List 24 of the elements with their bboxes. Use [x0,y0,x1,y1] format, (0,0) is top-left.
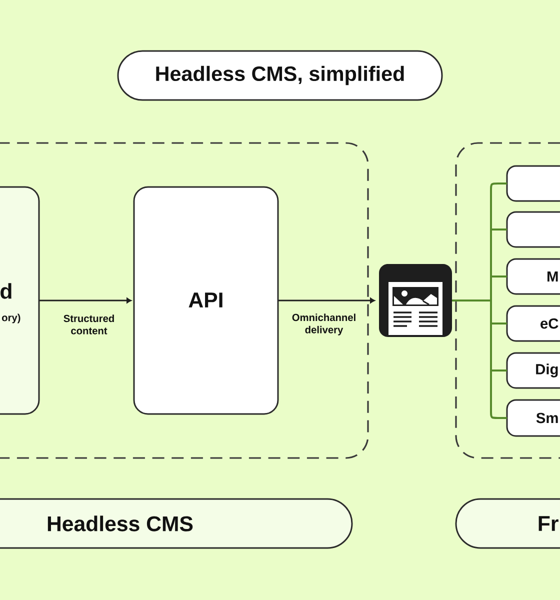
title-pill: Headless CMS, simplified [117,50,443,101]
connector-line [491,228,507,230]
rounded-box [506,165,560,202]
connector-line [491,370,507,372]
rounded-box: d ory) [0,186,40,415]
connector-line [491,322,507,324]
rounded-box [506,211,560,248]
pill-label: Headless CMS [0,498,353,549]
rounded-box: Dig [506,352,560,389]
rounded-box: Sm [506,399,560,437]
arrow [278,298,375,304]
connector-line [498,417,507,419]
edge-label: Structured content [64,314,114,334]
rounded-box: eC [506,305,560,342]
edge-label: Omnichannel delivery [292,314,356,336]
pill-label: Fr [455,498,560,549]
connector-line [498,182,507,184]
connector-line [491,276,507,278]
rounded-box: API [133,186,279,415]
dashed-frame [455,142,560,459]
article-icon [379,264,452,337]
rounded-box: M [506,258,560,295]
arrow [40,298,132,304]
connector-line [451,182,499,419]
